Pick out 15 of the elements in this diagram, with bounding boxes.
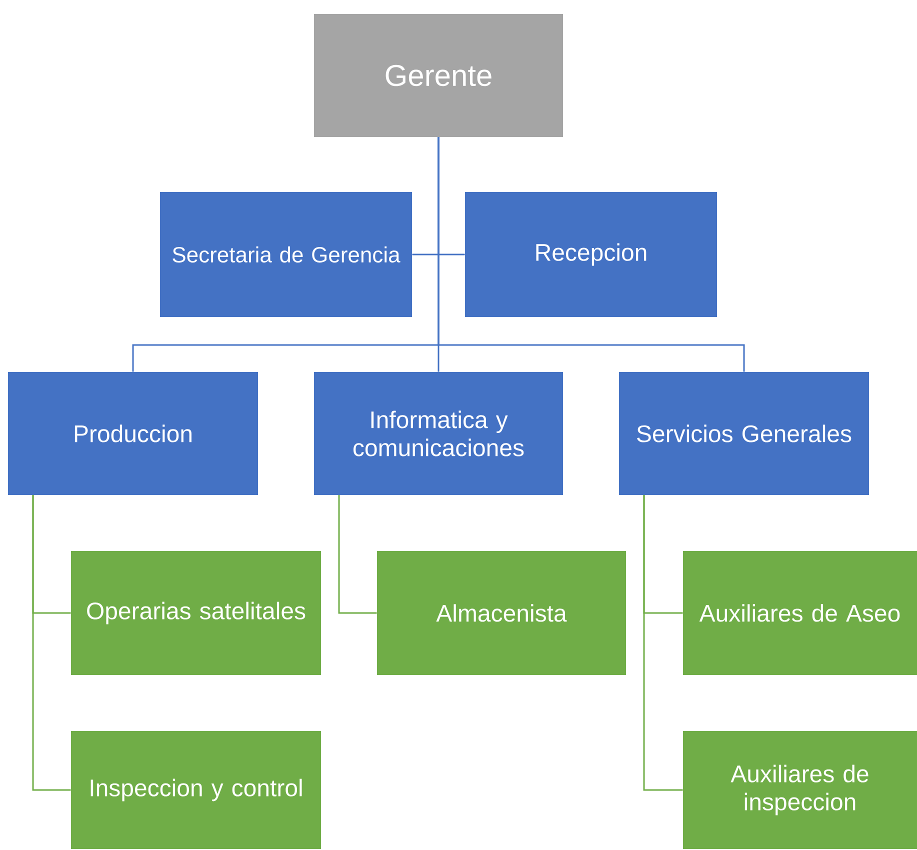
position-box: Auxiliares de inspeccion — [683, 731, 917, 849]
connector-line — [338, 495, 377, 614]
connector-line — [32, 495, 71, 791]
position-box: Produccion — [8, 372, 258, 495]
position-box: Recepcion — [465, 192, 717, 317]
position-box: Gerente — [314, 14, 563, 137]
position-box: Operarias satelitales — [71, 551, 321, 675]
connector-line — [643, 495, 683, 791]
connector-line — [438, 137, 745, 372]
position-box: Almacenista — [377, 551, 626, 675]
position-box: Secretaria de Gerencia — [160, 192, 412, 317]
position-box: Inspeccion y control — [71, 731, 321, 849]
position-box: Auxiliares de Aseo — [683, 551, 917, 675]
position-box: Informatica y comunicaciones — [314, 372, 563, 495]
position-box: Servicios Generales — [619, 372, 869, 495]
